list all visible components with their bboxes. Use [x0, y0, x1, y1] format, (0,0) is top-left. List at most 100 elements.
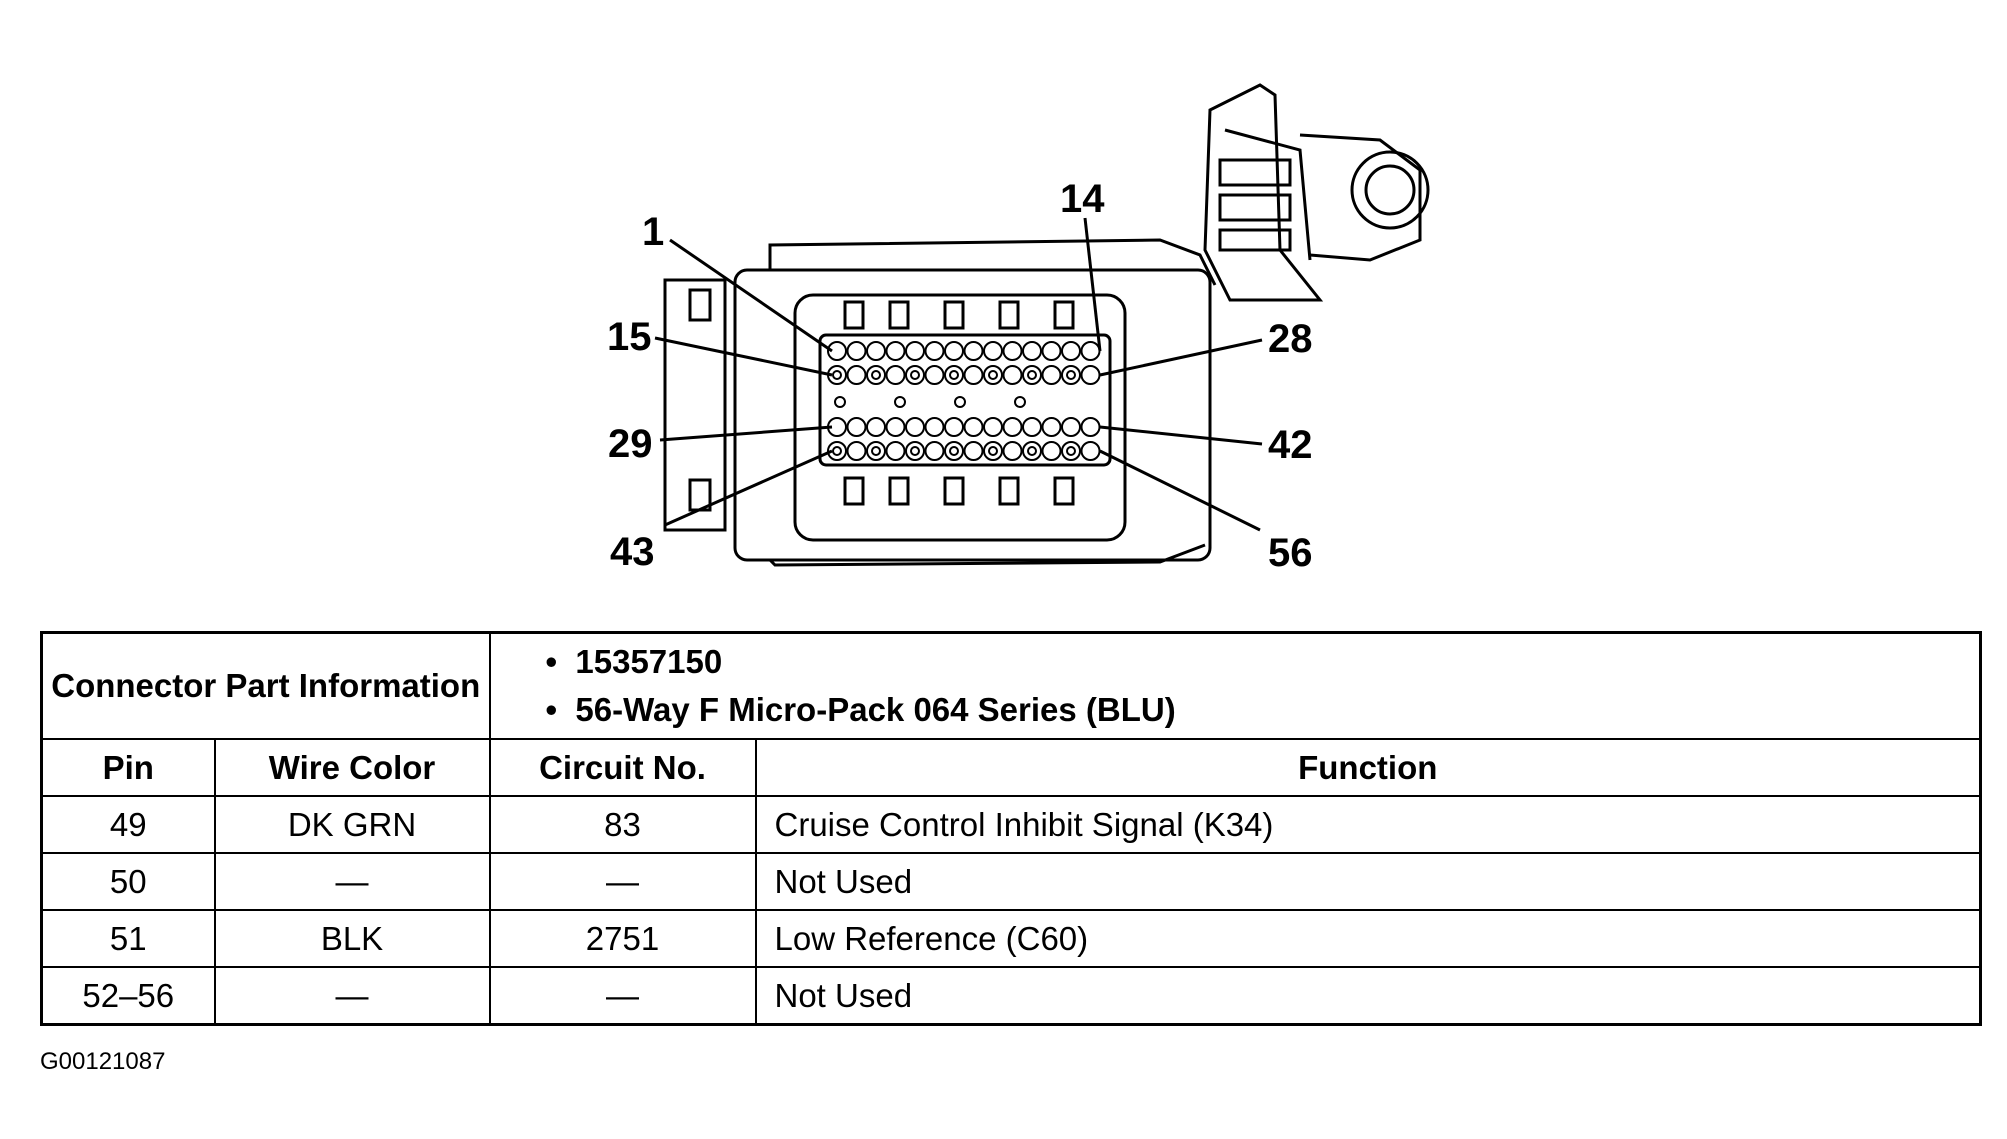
pin-cavity — [1080, 341, 1101, 361]
cell-circuit: 83 — [488, 795, 757, 854]
pin-cavity — [885, 365, 906, 385]
cell-function: Cruise Control Inhibit Signal (K34) — [754, 795, 1982, 854]
pin-terminal — [1027, 370, 1037, 380]
pin-cavity — [1041, 341, 1062, 361]
pin-terminal — [832, 446, 842, 456]
pin-cavity — [1080, 417, 1101, 437]
pin-callout-42: 42 — [1268, 423, 1313, 467]
pin-cavity — [944, 417, 964, 437]
connector-3d-view — [1203, 83, 1430, 302]
pin-cavity — [1002, 365, 1023, 385]
pin-cavity — [1061, 365, 1081, 385]
pin-terminal — [910, 370, 920, 380]
pin-cavity — [905, 417, 925, 437]
pin-cavity — [963, 417, 984, 437]
pin-cavity — [1022, 365, 1042, 385]
pin-callout-14: 14 — [1060, 177, 1105, 221]
pin-cavity — [885, 441, 906, 461]
pin-cavity — [1002, 441, 1023, 461]
pin-cavity — [983, 441, 1003, 461]
pin-terminal — [832, 370, 842, 380]
pin-terminal — [871, 446, 881, 456]
cell-pin: 51 — [40, 909, 216, 968]
pin-field — [818, 333, 1112, 467]
pin-terminal — [1066, 446, 1076, 456]
pin-terminal — [949, 370, 959, 380]
cell-function: Not Used — [754, 966, 1982, 1026]
cell-pin: 52–56 — [40, 966, 216, 1026]
pin-terminal — [1027, 446, 1037, 456]
cell-wire-color: — — [213, 852, 491, 911]
pin-cavity — [1080, 365, 1101, 385]
pin-cavity — [944, 441, 964, 461]
pin-cavity — [866, 365, 886, 385]
cell-function: Low Reference (C60) — [754, 909, 1982, 968]
connector-diagram: 1 14 15 28 29 42 43 56 — [607, 83, 1430, 575]
alignment-hole — [894, 396, 906, 408]
cell-wire-color: — — [213, 966, 491, 1026]
table-row: 50 — — Not Used — [40, 852, 1982, 911]
cell-pin: 49 — [40, 795, 216, 854]
pin-cavity — [924, 417, 945, 437]
connector-part-info-row: Connector Part Information 15357150 56-W… — [40, 631, 1982, 740]
header-circuit-no: Circuit No. — [488, 738, 757, 797]
pin-cavity — [1041, 365, 1062, 385]
connector-part-info-value: 15357150 56-Way F Micro-Pack 064 Series … — [488, 631, 1982, 740]
pin-cavity — [827, 441, 847, 461]
pin-cavity-frame — [793, 293, 1127, 542]
part-number: 15357150 — [546, 638, 1980, 686]
callout-leaders — [654, 217, 1263, 532]
pin-cavity — [1022, 341, 1042, 361]
pin-cavity — [1061, 441, 1081, 461]
cell-circuit: 2751 — [488, 909, 757, 968]
pin-cavity — [983, 365, 1003, 385]
cell-wire-color: BLK — [213, 909, 491, 968]
pin-cavity — [1002, 417, 1023, 437]
pin-cavity — [963, 341, 984, 361]
pin-cavity — [846, 441, 867, 461]
pin-cavity — [1041, 417, 1062, 437]
pin-cavity — [905, 365, 925, 385]
pin-cavity — [924, 365, 945, 385]
pin-cavity — [846, 341, 867, 361]
cell-circuit: — — [488, 852, 757, 911]
pin-terminal — [910, 446, 920, 456]
pin-cavity — [983, 417, 1003, 437]
table-row: 52–56 — — Not Used — [40, 966, 1982, 1026]
connector-shell-top — [768, 238, 1217, 286]
cell-wire-color: DK GRN — [213, 795, 491, 854]
header-wire-color: Wire Color — [213, 738, 491, 797]
upper-keys — [843, 300, 1075, 330]
pin-cavity — [924, 441, 945, 461]
pin-holes — [827, 341, 1101, 461]
cell-pin: 50 — [40, 852, 216, 911]
table-row: 51 BLK 2751 Low Reference (C60) — [40, 909, 1982, 968]
connector-info-table: Connector Part Information 15357150 56-W… — [40, 631, 1982, 1026]
pin-cavity — [1022, 417, 1042, 437]
pin-cavity — [1022, 441, 1042, 461]
lower-keys — [843, 476, 1075, 506]
pin-cavity — [885, 417, 906, 437]
connector-description: 56-Way F Micro-Pack 064 Series (BLU) — [546, 686, 1980, 734]
header-pin: Pin — [40, 738, 216, 797]
connector-shell-bottom — [768, 543, 1206, 567]
latch-upper — [688, 288, 712, 322]
latch-lower — [688, 478, 712, 512]
pin-callout-15: 15 — [607, 315, 652, 359]
connector-shell — [733, 268, 1212, 562]
pin-cavity — [924, 341, 945, 361]
pin-cavity — [1061, 417, 1081, 437]
pin-terminal — [988, 370, 998, 380]
alignment-hole — [834, 396, 846, 408]
table-row: 49 DK GRN 83 Cruise Control Inhibit Sign… — [40, 795, 1982, 854]
table-header-row: Pin Wire Color Circuit No. Function — [40, 738, 1982, 797]
pin-cavity — [944, 341, 964, 361]
pin-callout-43: 43 — [610, 530, 655, 574]
pin-cavity — [866, 441, 886, 461]
pin-cavity — [963, 365, 984, 385]
pin-callout-29: 29 — [608, 422, 653, 466]
pin-cavity — [944, 365, 964, 385]
pin-cavity — [905, 341, 925, 361]
pin-terminal — [871, 370, 881, 380]
pin-terminal — [949, 446, 959, 456]
